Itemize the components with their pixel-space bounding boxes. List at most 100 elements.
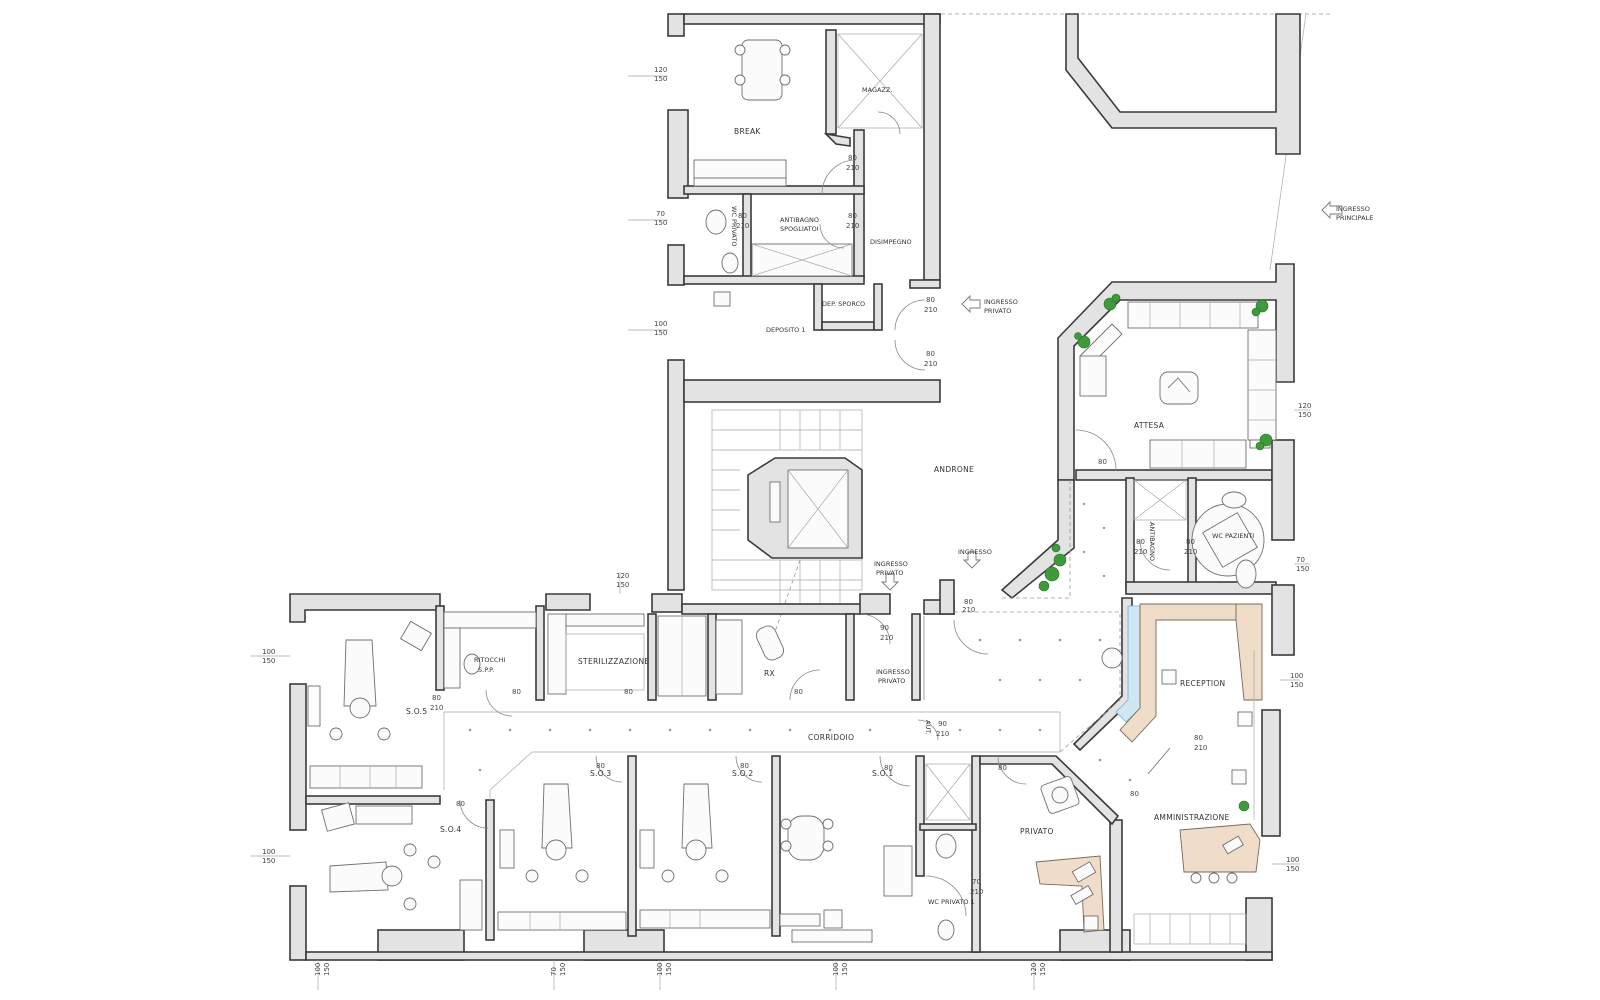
- room-amministrazione: AMMINISTRAZIONE: [1154, 813, 1230, 822]
- room-reception: RECEPTION: [1180, 679, 1225, 688]
- win-150-f: 150: [1290, 681, 1303, 689]
- door-210-n: 210: [970, 888, 983, 896]
- win-150-d: 150: [1298, 411, 1311, 419]
- door-80-k: 80: [512, 688, 521, 696]
- door-80-l: 80: [624, 688, 633, 696]
- win-70-a: 70: [656, 210, 665, 218]
- win-100-g: 100: [656, 963, 664, 976]
- room-androne: ANDRONE: [934, 465, 974, 474]
- door-80-s: 80: [1194, 734, 1203, 742]
- window-dimension-labels: 120 150 70 150 100 150 120 150 70 150 10…: [262, 66, 1311, 976]
- win-150-c: 150: [654, 329, 667, 337]
- central-walls: [651, 579, 955, 615]
- room-magazzino: MAGAZZ.: [862, 86, 892, 94]
- entrance-privato-corr-line1: INGRESSO: [876, 668, 910, 676]
- room-break: BREAK: [734, 127, 761, 136]
- door-210-l: 210: [430, 704, 443, 712]
- room-rx: RX: [764, 669, 775, 678]
- win-150-g: 150: [1286, 865, 1299, 873]
- win-120-b: 120: [1298, 402, 1311, 410]
- door-210-d: 210: [924, 306, 937, 314]
- room-wc-pazienti: WC PAZIENTI: [1212, 532, 1254, 540]
- door-80-a: 80: [848, 154, 857, 162]
- win-70-c: 70: [550, 967, 558, 976]
- door-210-a: 210: [846, 164, 859, 172]
- wc-privato-furniture: [925, 763, 971, 941]
- door-210-c: 210: [736, 222, 749, 230]
- so2-furniture: [639, 755, 771, 929]
- door-80-m: 80: [794, 688, 803, 696]
- door-80-e: 80: [926, 350, 935, 358]
- win-150-h: 150: [262, 657, 275, 665]
- room-sterilizzazione: STERILIZZAZIONE: [578, 657, 649, 666]
- entrance-privato-mid-line2: PRIVATO: [876, 569, 903, 577]
- so4-furniture: [321, 799, 489, 931]
- win-150-n: 150: [841, 963, 849, 976]
- room-spogliatoio: SPOGLIATOI: [780, 225, 819, 233]
- so3-furniture: [497, 755, 627, 931]
- entrance-principale-line1: INGRESSO: [1336, 205, 1370, 213]
- wc-pazienti-furniture: [1133, 479, 1265, 589]
- door-80-i: 80: [964, 598, 973, 606]
- north-wing-walls: [667, 13, 941, 591]
- room-wc-privato-top: WC PRIVATO: [730, 206, 738, 246]
- so1-furniture: [779, 755, 913, 943]
- room-corridoio: CORRIDOIO: [808, 733, 854, 742]
- entry-area: [1002, 480, 1106, 599]
- win-150-l: 150: [559, 963, 567, 976]
- south-wing-walls: [289, 593, 1281, 961]
- room-so3: S.O.3: [590, 769, 611, 778]
- room-so5: S.O.5: [406, 707, 427, 716]
- room-wc-privato-bottom: WC PRIVATO 1: [928, 898, 975, 906]
- staircase: [711, 409, 863, 633]
- door-80-g: 80: [1136, 538, 1145, 546]
- entrance-privato-top-line2: PRIVATO: [984, 307, 1011, 315]
- so5-furniture: [307, 620, 433, 789]
- door-210-h: 210: [1184, 548, 1197, 556]
- win-150-e: 150: [1296, 565, 1309, 573]
- entrance-privato-top-line1: INGRESSO: [984, 298, 1018, 306]
- room-attesa: ATTESA: [1134, 421, 1165, 430]
- room-privato: PRIVATO: [1020, 827, 1054, 836]
- door-210-j: 210: [880, 634, 893, 642]
- door-80-b: 80: [848, 212, 857, 220]
- room-ritocchi: RITOCCHI: [474, 656, 505, 664]
- door-210-e: 210: [924, 360, 937, 368]
- door-80-j: 80: [432, 694, 441, 702]
- room-so4: S.O.4: [440, 825, 461, 834]
- win-150-a: 150: [654, 75, 667, 83]
- door-80-f: 80: [1098, 458, 1107, 466]
- attesa-walls: [1000, 263, 1295, 656]
- win-100-a: 100: [654, 320, 667, 328]
- attesa-furniture: [1075, 301, 1277, 471]
- door-70-a: 70: [972, 878, 981, 886]
- door-90-a: 90: [880, 624, 889, 632]
- reception-furniture: [1101, 603, 1263, 945]
- room-spp: S.P.P.: [478, 666, 494, 674]
- room-so2: S.O.2: [732, 769, 753, 778]
- door-210-i: 210: [962, 606, 975, 614]
- win-100-e: 100: [262, 848, 275, 856]
- door-80-c: 80: [738, 212, 747, 220]
- corridor-doors: [859, 613, 989, 741]
- privato-furniture: [997, 755, 1105, 933]
- win-150-b: 150: [654, 219, 667, 227]
- win-100-c: 100: [1286, 856, 1299, 864]
- top-right-outline: [1065, 13, 1301, 155]
- room-deposito: DEPOSITO 1: [766, 326, 805, 334]
- win-120-c: 120: [616, 572, 629, 580]
- door-80-p: 80: [740, 762, 749, 770]
- window-markers: [250, 75, 1310, 990]
- door-90-b: 90: [938, 720, 947, 728]
- win-100-b: 100: [1290, 672, 1303, 680]
- room-disimpegno: DISIMPEGNO: [870, 238, 912, 246]
- win-120-a: 120: [654, 66, 667, 74]
- break-furniture: [693, 33, 923, 307]
- win-150-o: 150: [1039, 963, 1047, 976]
- door-210-m: 210: [1194, 744, 1207, 752]
- room-antibagno: ANTIBAGNO: [780, 216, 819, 224]
- win-150-i: 150: [262, 857, 275, 865]
- win-100-f: 100: [314, 963, 322, 976]
- entrance-principale-line2: PRINCIPALE: [1336, 214, 1373, 222]
